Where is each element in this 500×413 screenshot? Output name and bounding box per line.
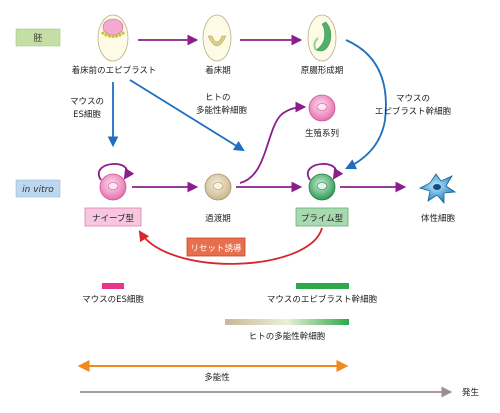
- embryo-row-box: [15, 28, 61, 47]
- human-ps-legend-label: ヒトの多能性幹細胞: [249, 331, 326, 342]
- human-ps-bar: [225, 319, 349, 325]
- somatic-cell-icon: [418, 173, 457, 205]
- mouse-epi-annotation-line1: マウスの: [396, 94, 430, 104]
- in-vitro-row-box: [15, 179, 61, 198]
- human-ps-annotation-line2: 多能性幹細胞: [196, 105, 248, 116]
- pre-implantation-label: 着床前のエピブラスト: [72, 65, 157, 76]
- transition-label: 過渡期: [205, 213, 231, 224]
- mouse-epi-derivation-arrow: [345, 39, 387, 170]
- mouse-es-annotation-line2: ES細胞: [73, 109, 101, 120]
- development-label: 発生: [462, 387, 480, 398]
- germ-line-cell: [308, 94, 336, 122]
- gastrulation-embryo: [307, 14, 337, 62]
- transition-to-germline-arrow: [239, 101, 307, 184]
- naive-self-renewal-arrow: [97, 163, 135, 181]
- mouse-epi-legend-label: マウスのエピブラスト幹細胞: [267, 294, 378, 305]
- naive-box: [84, 207, 142, 227]
- reset-box: [186, 237, 246, 257]
- naive-cell: [99, 173, 127, 201]
- mouse-es-legend-label: マウスのES細胞: [82, 294, 144, 305]
- mouse-epi-bar: [296, 283, 349, 289]
- human-ps-derivation-arrow: [129, 79, 245, 152]
- primed-box: [295, 207, 349, 227]
- in-vitro-row-label: in vitro: [22, 185, 54, 195]
- naive-label: ナイーブ型: [92, 213, 134, 224]
- implantation-label: 着床期: [205, 65, 231, 76]
- embryo-row-label: 胚: [33, 33, 42, 44]
- somatic-label: 体性細胞: [421, 213, 456, 224]
- mouse-epi-annotation-line2: エピブラスト幹細胞: [375, 106, 452, 117]
- primed-label: プライム型: [301, 214, 344, 224]
- mouse-es-bar: [102, 283, 124, 289]
- primed-cell: [308, 173, 336, 201]
- primed-self-renewal-arrow: [306, 163, 344, 181]
- gastrulation-label: 原腸形成期: [301, 65, 344, 76]
- pre-implantation-embryo: [97, 14, 129, 62]
- implantation-embryo: [202, 14, 232, 62]
- transition-cell: [204, 173, 232, 201]
- mouse-es-annotation-line1: マウスの: [70, 97, 104, 107]
- pluripotency-label: 多能性: [204, 372, 230, 383]
- reset-induction-arrow: [138, 227, 323, 265]
- reset-label: リセット誘導: [190, 243, 242, 254]
- human-ps-annotation-line1: ヒトの: [205, 93, 231, 103]
- germ-line-label: 生殖系列: [305, 128, 339, 139]
